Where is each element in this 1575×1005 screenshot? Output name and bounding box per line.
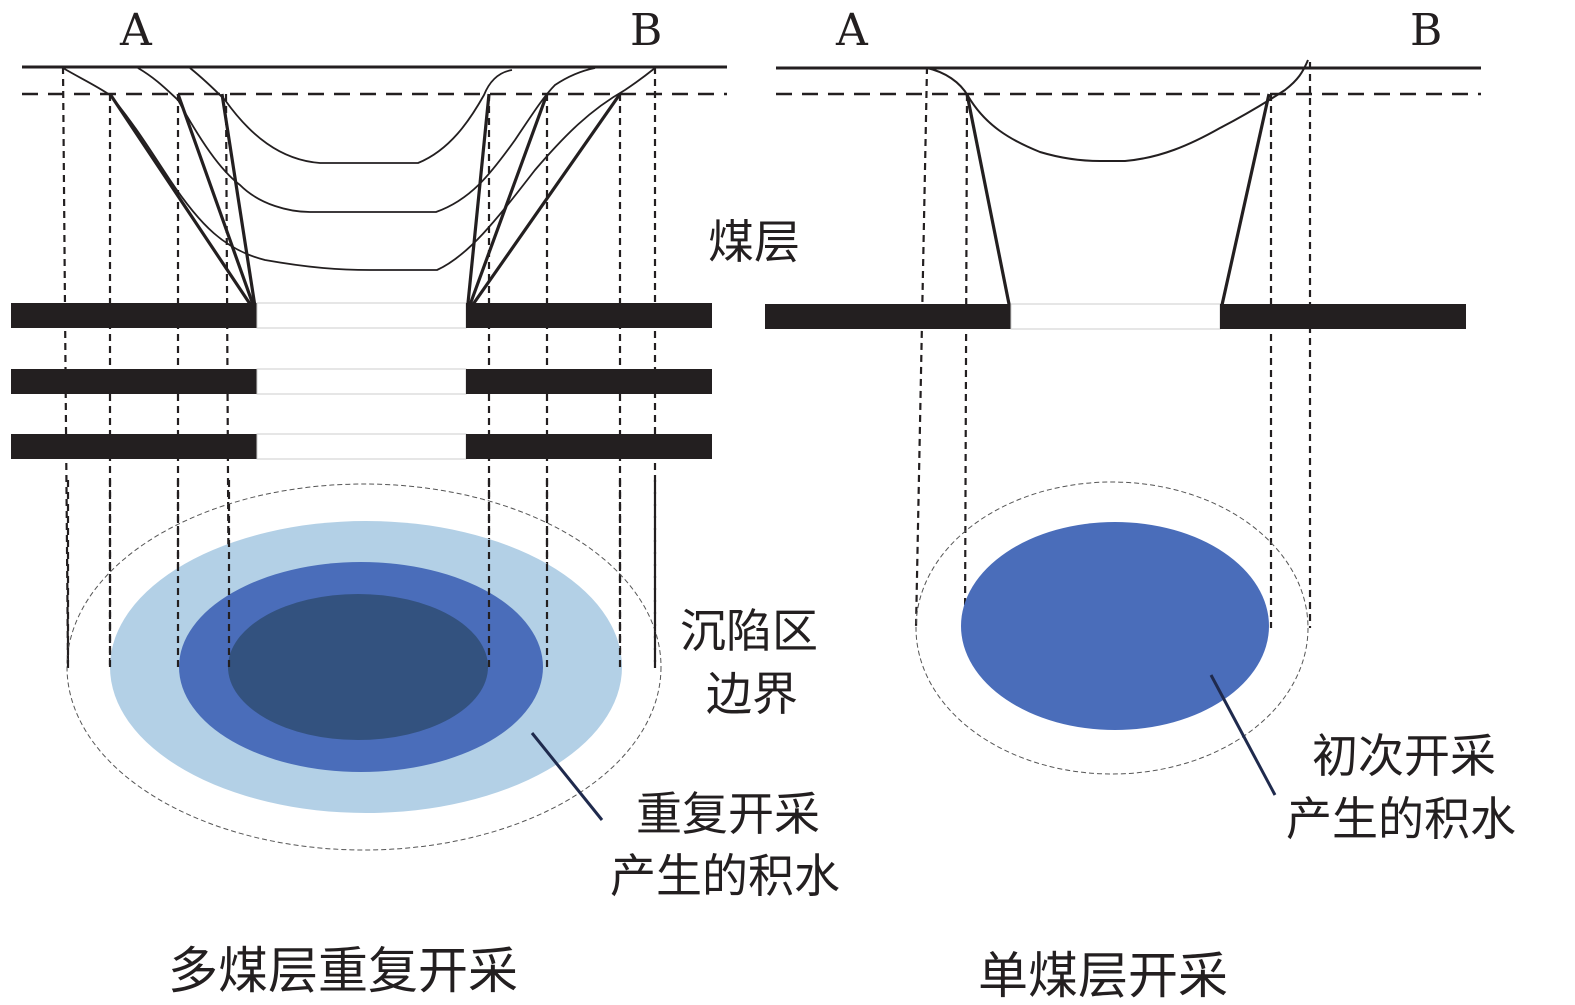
coal-seam-block-right [466,434,712,459]
caption-right: 单煤层开采 [978,947,1228,1005]
coal-seams-left [11,302,712,460]
coal-seam-block-left [11,303,257,328]
draw-line [176,93,258,314]
label-a-left: A [119,5,153,56]
draw-line [1218,93,1271,315]
water-pond-initial [961,522,1269,730]
caption-left: 多煤层重复开采 [168,942,518,1000]
boundary-label-line1: 沉陷区 [680,604,818,658]
goaf-gap [1010,303,1221,330]
projection-lines-right [914,62,1312,629]
seam-label: 煤层 [708,215,800,269]
coal-seam-2 [11,368,712,395]
coal-seam-single [765,303,1466,330]
coal-seam-block-left [11,369,257,394]
coal-seam-1 [11,302,712,329]
subsidence-boundary-right [915,481,1309,775]
label-a-right: A [835,5,869,56]
subsidence-curve-2 [137,67,596,213]
subsidence-curve-1 [189,67,513,164]
coal-seam-block-right [1220,304,1466,329]
draw-line [965,93,1013,315]
coal-seam-block-left [11,434,257,459]
draw-line [465,93,549,314]
label-b-right: B [1410,5,1442,56]
water-label-right-line2: 产生的积水 [1286,792,1516,846]
label-b-left: B [630,5,662,56]
water-label-left-line1: 重复开采 [636,787,820,841]
water-label-left-line2: 产生的积水 [610,849,840,903]
coal-seam-3 [11,433,712,460]
projection-lines-pond-overlay [66,480,657,668]
water-leader-line-left [530,732,604,821]
left-panel: A B [11,5,840,1000]
subsidence-curve-3 [62,67,656,271]
projection-lines-left [61,66,657,669]
goaf-gap [256,302,467,329]
draw-lines-left [108,93,622,314]
right-panel: A B 初次开采 产生的积水 单煤层开采 [765,5,1516,1005]
coal-seam-block-right [466,303,712,328]
boundary-label-line2: 边界 [706,667,798,721]
projection-line [914,66,929,629]
draw-line [465,93,622,314]
coal-seam-block-left [765,304,1011,329]
projection-line [61,66,70,669]
draw-line [220,93,258,314]
water-label-right-line1: 初次开采 [1312,729,1496,783]
coal-seam-block-right [466,369,712,394]
draw-line [108,93,258,314]
subsidence-curve [926,59,1309,162]
projection-line [963,93,969,629]
water-leader-line-right [1209,674,1277,796]
draw-line [465,93,491,314]
goaf-gap [256,368,467,395]
water-pond-dark [228,594,488,740]
draw-lines-right [965,93,1271,315]
goaf-gap [256,433,467,460]
